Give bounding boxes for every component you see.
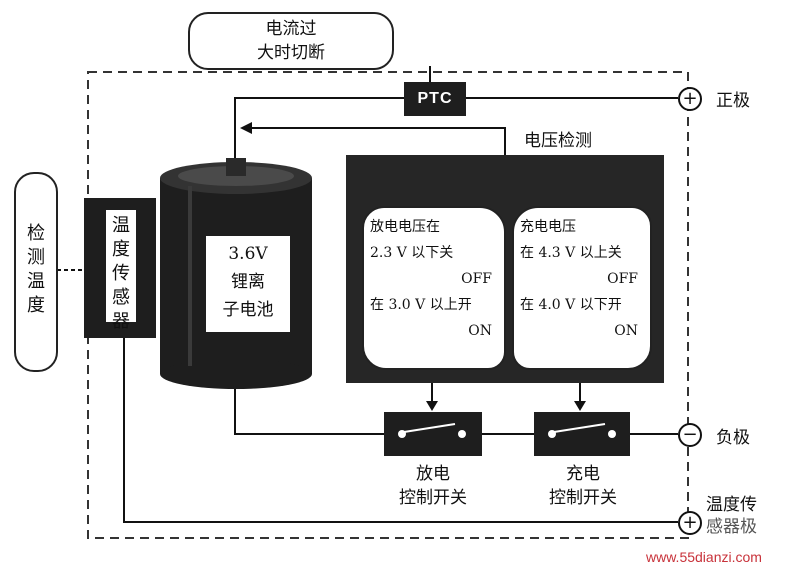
charge-switch-line2: 控制开关 <box>549 488 617 508</box>
ctrl-arrow-charge <box>574 401 586 411</box>
charge-voltage-cloud: 充电电压 在 4.3 V 以上关 OFF 在 4.0 V 以下开 ON <box>512 206 652 370</box>
ptc-note-cloud: 电流过 大时切断 <box>188 12 394 70</box>
ptc-note-line1: 电流过 <box>265 19 317 39</box>
sensor-terminal-line2: 感器极 <box>706 517 757 537</box>
ptc-fuse: PTC <box>404 82 466 116</box>
discharge-switch-line1: 放电 <box>416 464 450 484</box>
sense-arrow <box>240 122 252 134</box>
voltage-detect-label: 电压检测 <box>524 131 592 151</box>
sensor-terminal-icon: + <box>678 511 702 535</box>
discharge-line1: 放电电压在 <box>370 219 440 235</box>
wire-voltage-sense <box>248 127 506 155</box>
discharge-switch-symbol <box>384 412 482 456</box>
wire-battery-negative <box>234 378 384 435</box>
negative-terminal-icon: − <box>678 423 702 447</box>
discharge-off: OFF <box>461 271 492 287</box>
charge-switch-label: 充电 控制开关 <box>530 462 636 510</box>
detect-temp-text: 检测温度 <box>27 223 45 316</box>
battery-label-box: 3.6V 锂离 子电池 <box>206 236 290 332</box>
detect-temp-cloud: 检测温度 <box>14 172 58 372</box>
discharge-switch-line2: 控制开关 <box>399 488 467 508</box>
charge-switch-line1: 充电 <box>566 464 600 484</box>
ctrl-arrow-discharge <box>426 401 438 411</box>
discharge-on: ON <box>468 323 492 339</box>
watermark: www.55dianzi.com <box>646 549 762 565</box>
discharge-line4: 在 3.0 V 以上开 <box>370 297 472 313</box>
charge-line2: 在 4.3 V 以上关 <box>520 245 622 261</box>
charge-line4: 在 4.0 V 以下开 <box>520 297 622 313</box>
charge-off: OFF <box>607 271 638 287</box>
discharge-switch-label: 放电 控制开关 <box>380 462 486 510</box>
temp-sensor-text: 温度传感器 <box>112 215 130 332</box>
negative-terminal-label: 负极 <box>716 428 750 448</box>
positive-terminal-icon: + <box>678 87 702 111</box>
discharge-line2: 2.3 V 以下关 <box>370 245 454 261</box>
ptc-note-line2: 大时切断 <box>257 43 325 63</box>
temp-sensor-label-box: 温度传感器 <box>106 210 136 332</box>
sensor-terminal-label: 温度传 感器极 <box>706 494 757 538</box>
battery-type-line2: 子电池 <box>222 300 274 320</box>
charge-switch-symbol <box>534 412 630 456</box>
wire-battery-to-ptc <box>234 97 404 164</box>
discharge-voltage-cloud: 放电电压在 2.3 V 以下关 OFF 在 3.0 V 以上开 ON <box>362 206 506 370</box>
battery-type-line1: 锂离 <box>231 272 265 292</box>
sensor-terminal-line1: 温度传 <box>706 495 757 515</box>
charge-on: ON <box>614 323 638 339</box>
charge-line1: 充电电压 <box>520 219 576 235</box>
wire-temp-sensor <box>123 335 678 523</box>
positive-terminal-label: 正极 <box>716 91 750 111</box>
battery-voltage: 3.6V <box>228 244 268 264</box>
